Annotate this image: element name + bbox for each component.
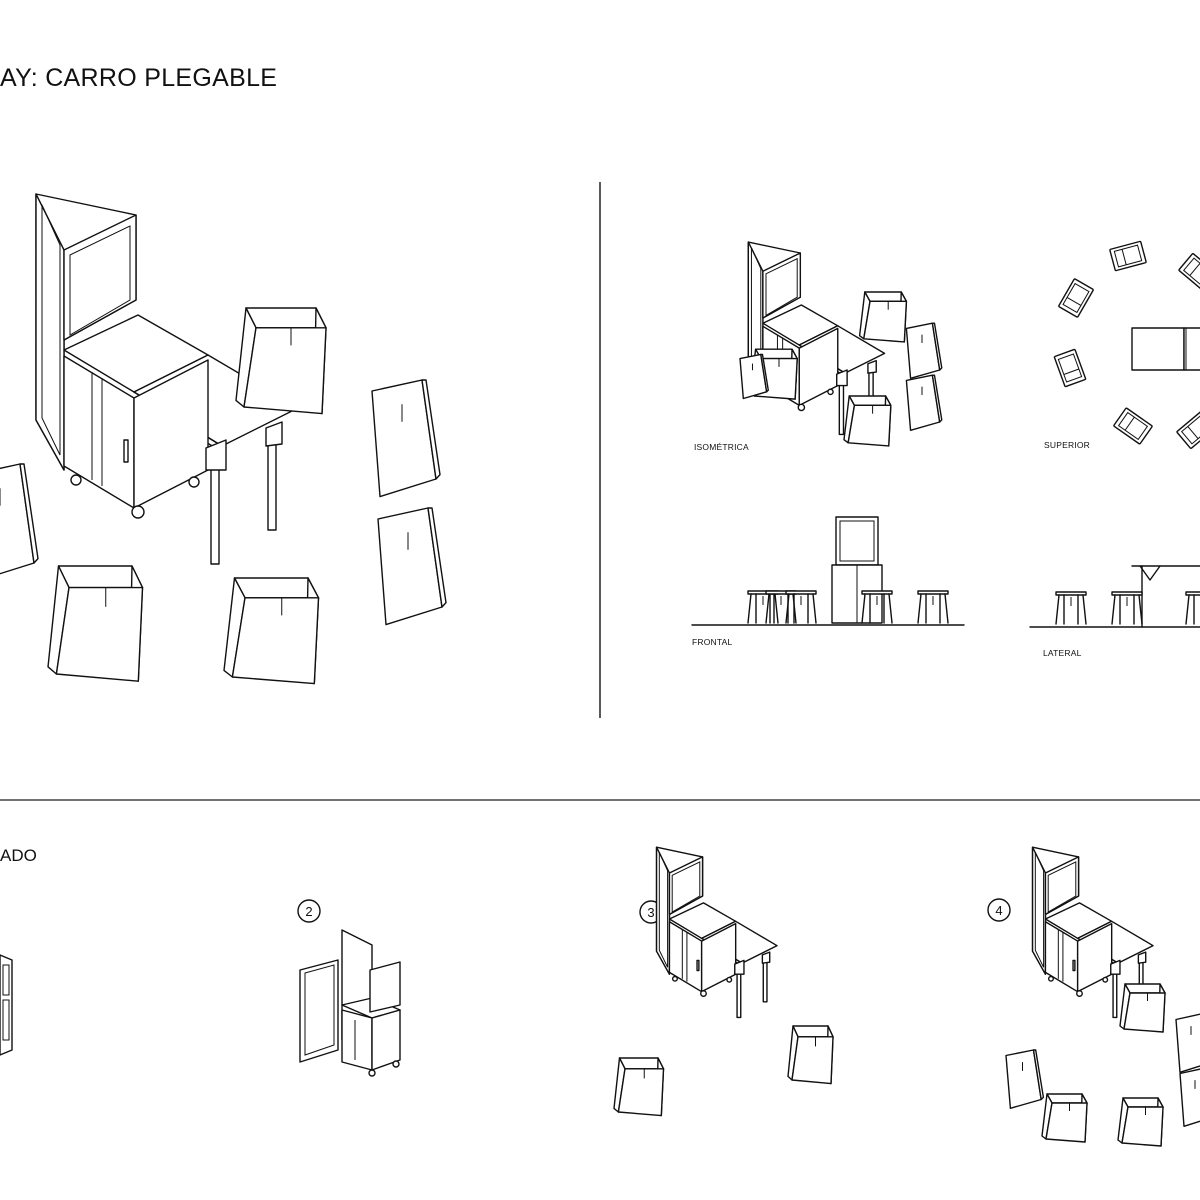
page-title: AY: CARRO PLEGABLE <box>0 64 278 92</box>
step-number-4: 4 <box>995 903 1002 918</box>
view-label-top: SUPERIOR <box>1044 440 1090 450</box>
front-view <box>692 517 964 625</box>
step-3: 3 <box>613 846 834 1117</box>
isometric-view <box>739 241 943 447</box>
view-label-side: LATERAL <box>1043 648 1082 658</box>
step-2: 2 <box>298 900 400 1076</box>
step-number-2: 2 <box>305 904 312 919</box>
view-label-isometric: ISOMÉTRICA <box>694 442 749 452</box>
view-label-front: FRONTAL <box>692 637 733 647</box>
step-number-3: 3 <box>647 905 654 920</box>
section-title: ADO <box>0 846 37 865</box>
step-1-drawing <box>0 955 12 1055</box>
side-view <box>1030 566 1200 627</box>
step-4: 4 <box>988 846 1200 1147</box>
top-view <box>1053 240 1200 450</box>
